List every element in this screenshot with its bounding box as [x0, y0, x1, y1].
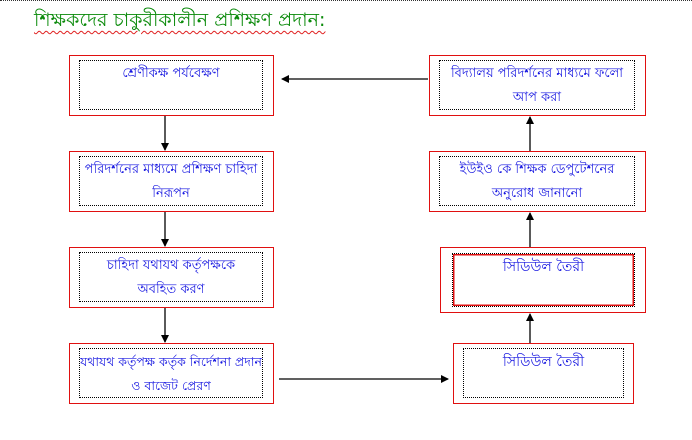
box-directive-and-budget: যথাযথ কর্তৃপক্ষ কর্তৃক নির্দেশনা প্রদান … [69, 343, 274, 404]
box-text: বিদ্যালয় পরিদর্শনের মাধ্যমে ফলো আপ করা [439, 60, 635, 110]
page-top-border [0, 0, 692, 1]
box-schedule-preparation-2: সিডিউল তৈরী [440, 247, 646, 313]
page-title: শিক্ষকদের চাকুরীকালীন প্রশিক্ষণ প্রদান: [34, 9, 326, 31]
box-text: সিডিউল তৈরী [452, 253, 635, 307]
box-classroom-observation: শ্রেণীকক্ষ পর্যবেক্ষণ [69, 55, 274, 116]
box-text: ইউইও কে শিক্ষক ডেপুটেশনের অনুরোধ জানানো [439, 156, 635, 206]
box-text: যথাযথ কর্তৃপক্ষ কর্তৃক নির্দেশনা প্রদান … [79, 348, 263, 398]
box-text: পরিদর্শনের মাধ্যমে প্রশিক্ষণ চাহিদা নিরূ… [79, 156, 263, 206]
box-follow-up-visit: বিদ্যালয় পরিদর্শনের মাধ্যমে ফলো আপ করা [429, 55, 646, 116]
box-text: চাহিদা যথাযথ কর্তৃপক্ষকে অবহিত করণ [79, 252, 263, 302]
box-text: শ্রেণীকক্ষ পর্যবেক্ষণ [79, 60, 263, 110]
box-schedule-preparation-1: সিডিউল তৈরী [453, 343, 634, 404]
box-inform-authority: চাহিদা যথাযথ কর্তৃপক্ষকে অবহিত করণ [69, 247, 274, 308]
box-training-needs-assessment: পরিদর্শনের মাধ্যমে প্রশিক্ষণ চাহিদা নিরূ… [69, 151, 274, 212]
box-deputation-request: ইউইও কে শিক্ষক ডেপুটেশনের অনুরোধ জানানো [429, 151, 646, 212]
box-text: সিডিউল তৈরী [463, 348, 624, 398]
